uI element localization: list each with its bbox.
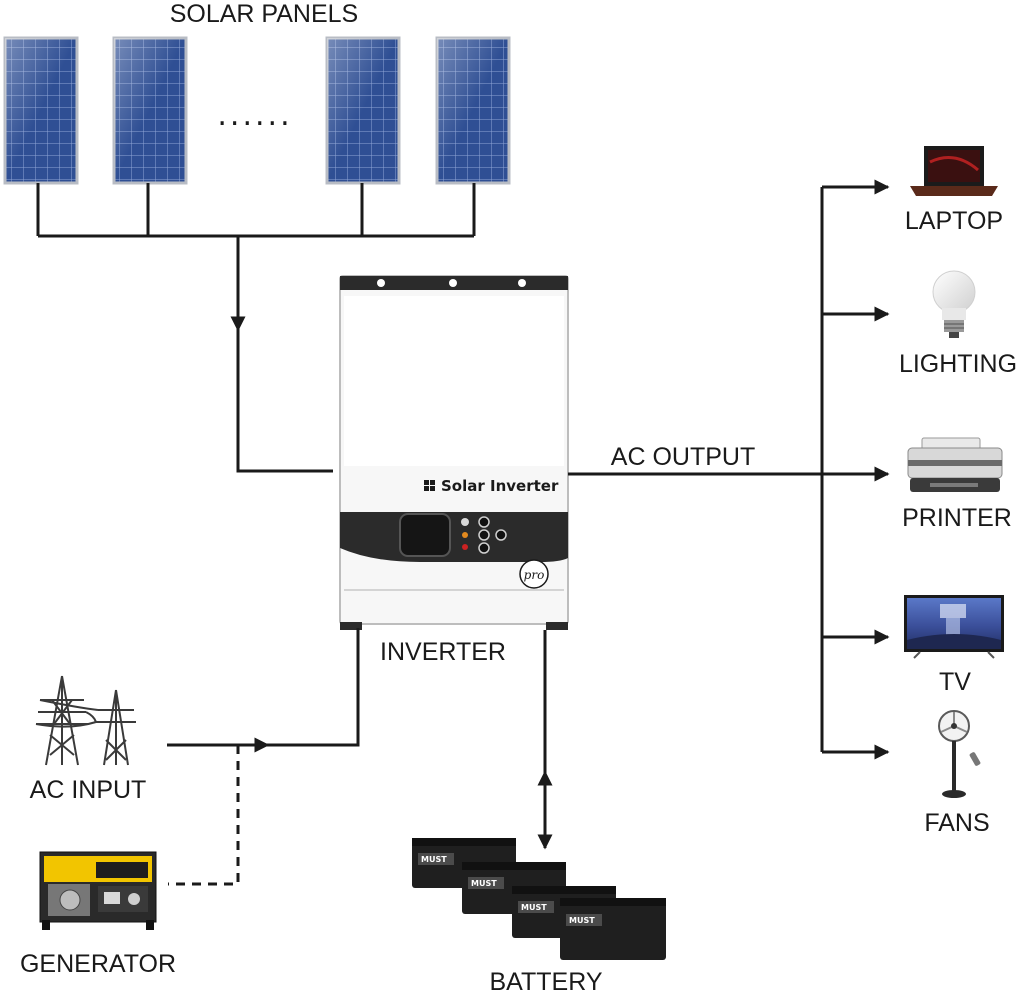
solar-panel-3	[325, 36, 401, 185]
ac-input-label: AC INPUT	[30, 776, 147, 804]
load-label-printer: PRINTER	[902, 504, 1012, 532]
solar-panels-label: SOLAR PANELS	[170, 0, 359, 28]
generator-icon	[39, 851, 157, 930]
battery-unit-4: MUST	[560, 898, 666, 960]
inverter-control-buttons	[461, 516, 507, 554]
svg-text:MUST: MUST	[569, 916, 595, 925]
panel-ellipsis: ......	[217, 98, 292, 133]
solar-panel-2	[112, 36, 188, 185]
inverter-unit: Solar Inverter pro	[339, 275, 569, 630]
inverter-label: INVERTER	[380, 638, 506, 666]
load-label-lighting: LIGHTING	[899, 350, 1017, 378]
ac-output-label: AC OUTPUT	[611, 443, 755, 471]
ac-output-wiring	[568, 179, 890, 760]
ac-input-wiring	[167, 628, 360, 886]
light-bulb-icon	[932, 270, 976, 338]
svg-text:MUST: MUST	[421, 855, 447, 864]
panel-wiring	[36, 183, 476, 473]
tv-icon	[904, 595, 1004, 659]
load-label-laptop: LAPTOP	[905, 207, 1003, 235]
solar-panel-4	[435, 36, 511, 185]
inverter-pro-badge: pro	[519, 559, 549, 589]
inverter-lcd-screen	[399, 513, 451, 557]
inverter-brand-text: Solar Inverter	[441, 477, 559, 495]
svg-text:pro: pro	[524, 568, 545, 582]
laptop-icon	[910, 146, 998, 196]
battery-bank-icon: MUST MUST MUST MUST	[412, 838, 666, 960]
solar-panel-1	[3, 36, 79, 185]
fan-icon	[938, 710, 981, 798]
svg-text:MUST: MUST	[471, 879, 497, 888]
generator-label: GENERATOR	[20, 950, 176, 978]
battery-label: BATTERY	[490, 968, 603, 996]
load-label-fans: FANS	[924, 809, 989, 837]
printer-icon	[907, 437, 1003, 492]
inverter-logo-icon	[424, 480, 435, 491]
power-tower-icon	[35, 675, 136, 766]
svg-text:MUST: MUST	[521, 903, 547, 912]
load-label-tv: TV	[939, 668, 971, 696]
